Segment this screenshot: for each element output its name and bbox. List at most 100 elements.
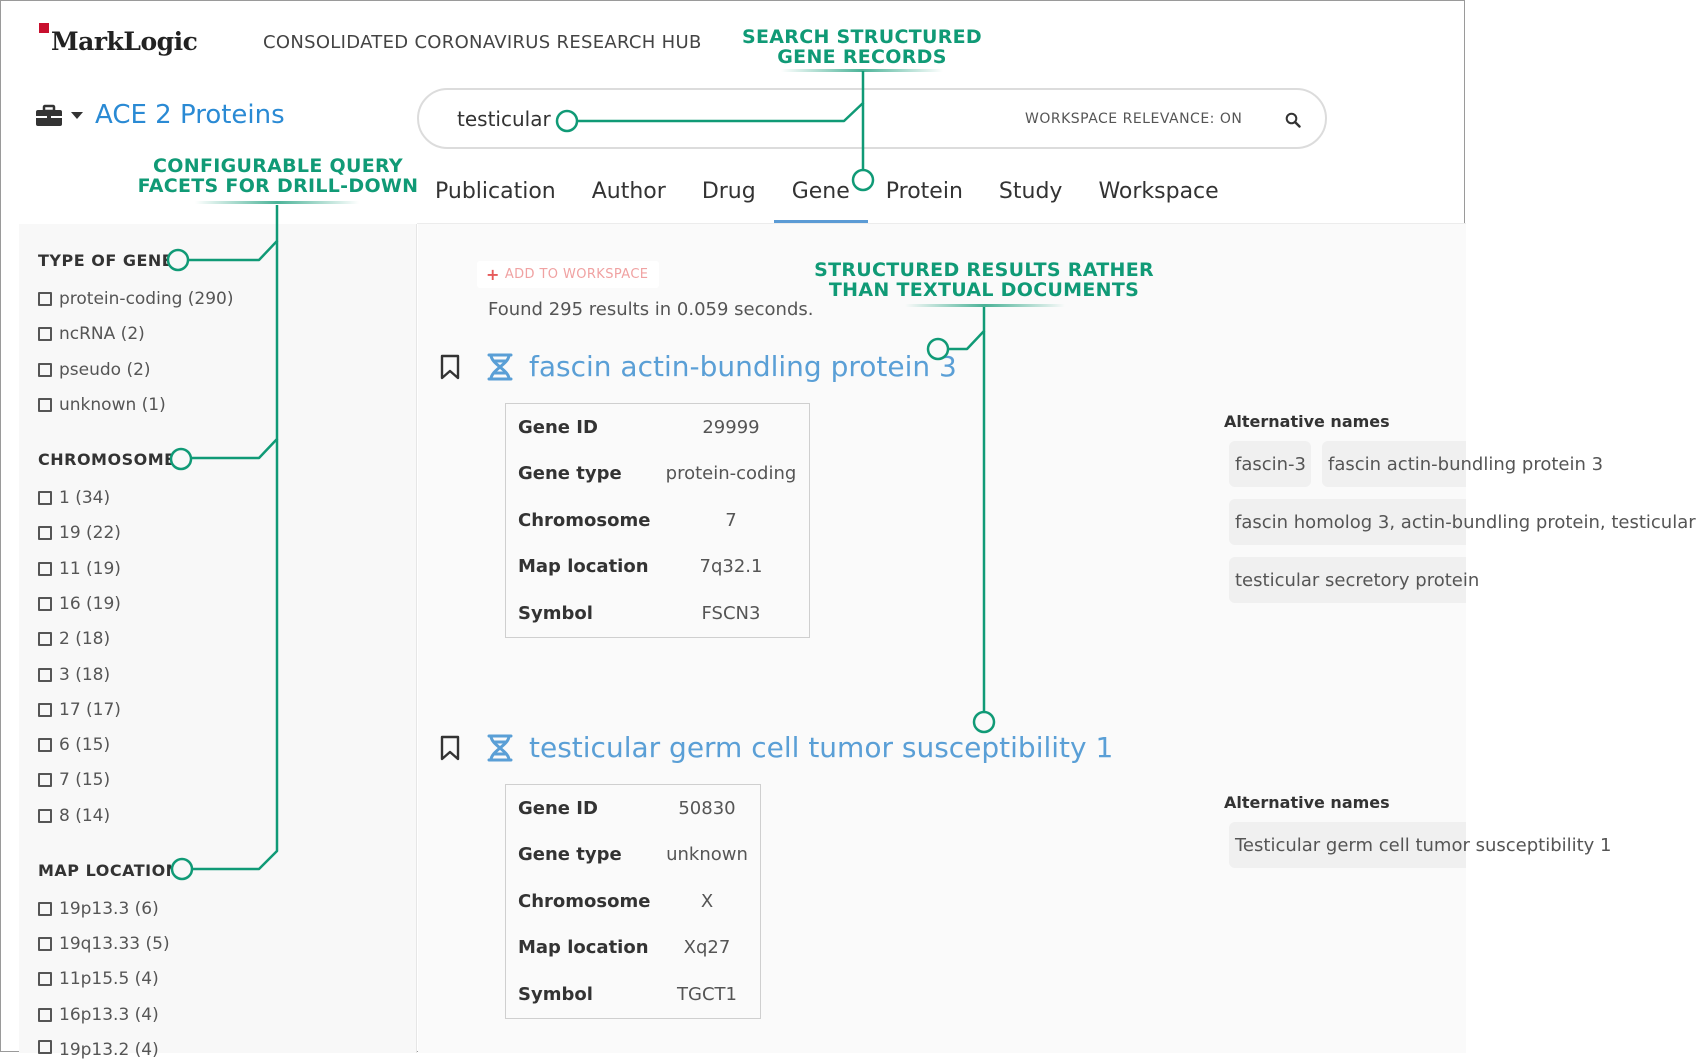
facet-option-label: 8 (14) [59, 806, 111, 826]
search-input[interactable] [455, 105, 975, 133]
result-title-link[interactable]: testicular germ cell tumor susceptibilit… [529, 731, 1114, 764]
checkbox[interactable] [38, 937, 52, 951]
annotation-facets: CONFIGURABLE QUERY FACETS FOR DRILL-DOWN [137, 156, 419, 196]
facet-option[interactable]: 19p13.3 (6) [38, 899, 159, 919]
annotation-line: THAN TEXTUAL DOCUMENTS [828, 279, 1140, 301]
tab-study[interactable]: Study [998, 179, 1063, 204]
checkbox[interactable] [38, 363, 52, 377]
tab-drug[interactable]: Drug [701, 179, 756, 204]
tab-gene[interactable]: Gene [773, 173, 868, 223]
search-bar: WORKSPACE RELEVANCE: ON [417, 88, 1327, 149]
alt-name-chip: testicular secretory protein [1229, 557, 1479, 603]
field-key: Gene type [518, 462, 622, 484]
facet-option-label: 3 (18) [59, 665, 111, 685]
checkbox[interactable] [38, 632, 52, 646]
dna-icon [486, 352, 514, 382]
search-icon[interactable] [1285, 112, 1301, 128]
bookmark-icon[interactable] [440, 354, 460, 380]
checkbox[interactable] [38, 703, 52, 717]
facet-option[interactable]: 6 (15) [38, 735, 110, 755]
facet-option-label: 16 (19) [59, 594, 121, 614]
checkbox[interactable] [38, 398, 52, 412]
tab-author[interactable]: Author [591, 179, 666, 204]
tabs-divider [417, 223, 1466, 224]
annotation-line: GENE RECORDS [777, 46, 947, 68]
results-count: Found 295 results in 0.059 seconds. [488, 299, 814, 320]
checkbox[interactable] [38, 597, 52, 611]
facet-option[interactable]: 19 (22) [38, 523, 121, 543]
checkbox[interactable] [38, 327, 52, 341]
checkbox[interactable] [38, 1008, 52, 1022]
field-key: Map location [518, 936, 649, 958]
facet-option[interactable]: 16 (19) [38, 594, 121, 614]
bookmark-icon[interactable] [440, 735, 460, 761]
tab-protein[interactable]: Protein [885, 179, 963, 204]
facet-option[interactable]: 3 (18) [38, 665, 110, 685]
field-value: 29999 [702, 416, 760, 438]
annotation-underline [195, 201, 359, 204]
facet-option[interactable]: 2 (18) [38, 629, 110, 649]
facet-option[interactable]: 19p13.2 (4) [38, 1040, 159, 1060]
annotation-line: SEARCH STRUCTURED [742, 26, 982, 48]
facet-option[interactable]: 11 (19) [38, 559, 121, 579]
facet-option[interactable]: ncRNA (2) [38, 324, 145, 344]
field-value: 50830 [678, 797, 736, 819]
marklogic-logo[interactable]: MarkLogic [39, 21, 198, 61]
checkbox[interactable] [38, 902, 52, 916]
checkbox[interactable] [38, 738, 52, 752]
alternative-names-heading: Alternative names [1224, 793, 1390, 812]
facet-option[interactable]: 11p15.5 (4) [38, 969, 159, 989]
field-key: Symbol [518, 602, 593, 624]
facet-option[interactable]: 8 (14) [38, 806, 110, 826]
field-value: Xq27 [683, 936, 731, 958]
alt-name-chip: fascin actin-bundling protein 3 [1322, 441, 1603, 487]
checkbox[interactable] [38, 292, 52, 306]
checkbox[interactable] [38, 562, 52, 576]
facet-option-label: pseudo (2) [59, 360, 151, 380]
facet-option[interactable]: 7 (15) [38, 770, 110, 790]
checkbox[interactable] [38, 972, 52, 986]
facet-option[interactable]: 17 (17) [38, 700, 121, 720]
checkbox[interactable] [38, 773, 52, 787]
facet-option-label: 11 (19) [59, 559, 121, 579]
hub-title: CONSOLIDATED CORONAVIRUS RESEARCH HUB [263, 32, 702, 53]
alt-name-chip: fascin homolog 3, actin-bundling protein… [1229, 499, 1696, 545]
checkbox[interactable] [38, 1040, 52, 1054]
alt-name-chip: Testicular germ cell tumor susceptibilit… [1229, 822, 1612, 868]
checkbox[interactable] [38, 668, 52, 682]
field-key: Chromosome [518, 509, 651, 531]
table-row: Map location Xq27 [506, 924, 760, 970]
checkbox[interactable] [38, 526, 52, 540]
facet-option[interactable]: 19q13.33 (5) [38, 934, 170, 954]
add-to-workspace-label: ADD TO WORKSPACE [504, 267, 649, 282]
facet-option-label: 19 (22) [59, 523, 121, 543]
briefcase-icon [35, 104, 63, 126]
tab-publication[interactable]: Publication [435, 179, 556, 204]
field-value: 7q32.1 [699, 555, 763, 577]
facet-heading-type-of-gene: TYPE OF GENE [38, 251, 174, 270]
workspace-selector[interactable]: ACE 2 Proteins [35, 97, 285, 133]
facet-option[interactable]: protein-coding (290) [38, 289, 234, 309]
facet-option[interactable]: 1 (34) [38, 488, 110, 508]
workspace-relevance-toggle[interactable]: WORKSPACE RELEVANCE: ON [1025, 111, 1243, 127]
facet-option[interactable]: pseudo (2) [38, 360, 151, 380]
alternative-names-heading: Alternative names [1224, 412, 1390, 431]
facet-option-label: 17 (17) [59, 700, 121, 720]
facet-option-label: 2 (18) [59, 629, 111, 649]
checkbox[interactable] [38, 491, 52, 505]
facet-option[interactable]: unknown (1) [38, 395, 166, 415]
field-key: Gene ID [518, 416, 598, 438]
facet-heading-chromosome: CHROMOSOME [38, 450, 176, 469]
result-title-link[interactable]: fascin actin-bundling protein 3 [529, 350, 957, 383]
facet-option[interactable]: 16p13.3 (4) [38, 1005, 159, 1025]
facet-option-label: 7 (15) [59, 770, 111, 790]
tab-workspace[interactable]: Workspace [1098, 179, 1219, 204]
checkbox[interactable] [38, 809, 52, 823]
add-to-workspace-button[interactable]: + ADD TO WORKSPACE [477, 261, 659, 288]
